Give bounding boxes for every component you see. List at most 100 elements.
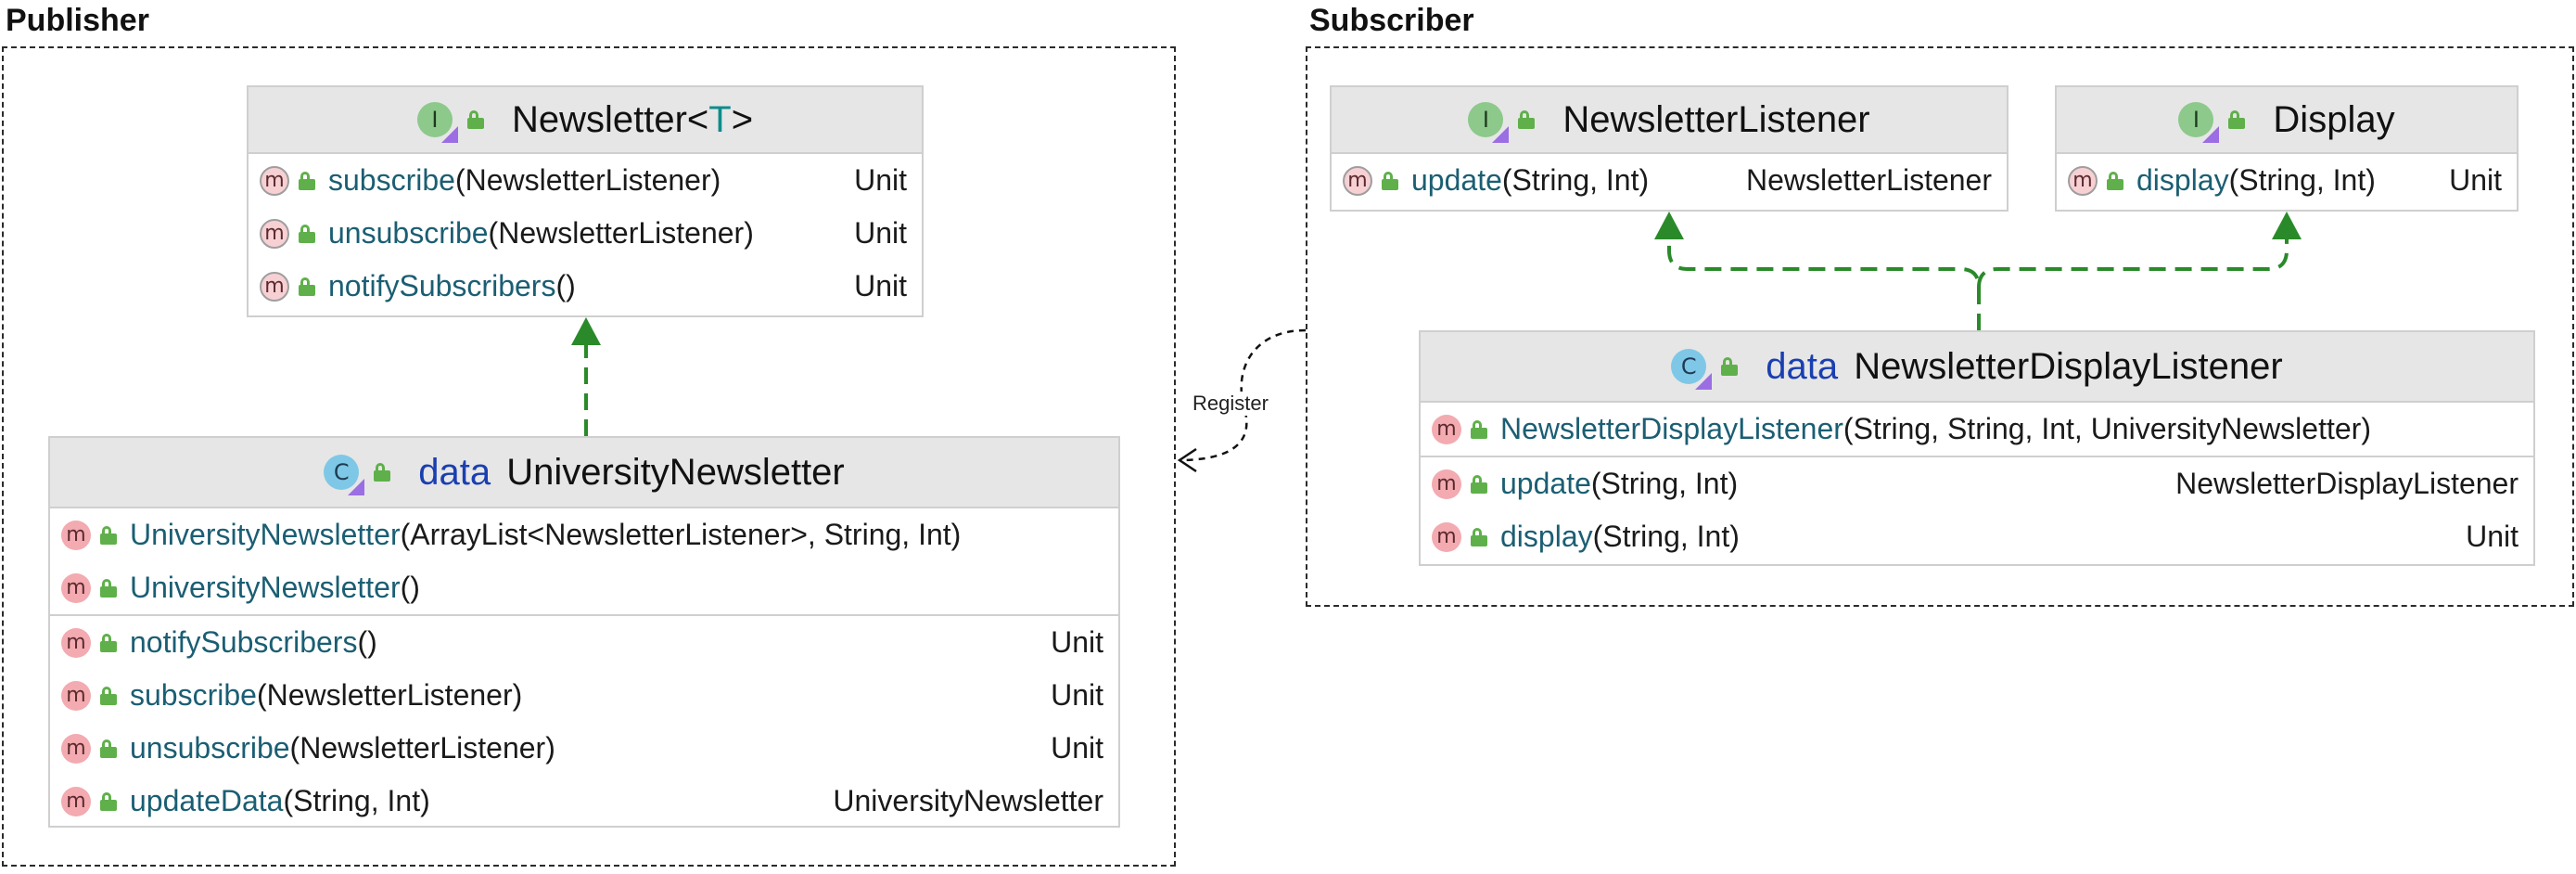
data-keyword: data [1766,345,1839,387]
constructor-row[interactable]: m UniversityNewsletter() [50,561,1118,614]
method-params: (String, Int) [283,784,430,817]
method-icon: m [260,271,289,302]
method-icon: m [1343,165,1372,196]
method-params: (ArrayList<NewsletterListener>, String, … [400,518,962,551]
method-params: (NewsletterListener) [256,678,523,712]
publisher-group-label: Publisher [6,3,149,38]
method-name: UniversityNewsletter [130,571,401,604]
method-params: (String, String, Int, UniversityNewslett… [1843,412,2371,445]
public-lock-icon [1721,357,1739,376]
method-name: NewsletterDisplayListener [1500,412,1843,445]
newsletter-listener-methods: m update(String, Int) NewsletterListener [1332,154,2007,207]
method-icon: m [61,572,91,603]
public-lock-icon [299,224,315,243]
method-return: Unit [854,163,907,197]
public-lock-icon [466,110,484,129]
interface-icon: I [2178,102,2220,143]
method-params: (NewsletterListener) [289,731,555,765]
subscriber-group-label: Subscriber [1309,3,1474,38]
public-lock-icon [299,171,315,190]
method-name: subscribe [328,163,455,197]
realization-arrowhead-display [2272,212,2302,239]
method-icon: m [61,520,91,550]
method-row[interactable]: m update(String, Int) NewsletterListener [1332,154,2007,207]
method-params: () [400,571,420,604]
method-icon: m [61,786,91,816]
university-newsletter-header: C data UniversityNewsletter [50,438,1118,508]
method-params: (String, Int) [2228,163,2376,197]
class-icon: C [1671,349,1713,390]
realization-display [1977,238,2289,289]
method-icon: m [1432,469,1461,499]
public-lock-icon [1471,474,1487,494]
newsletter-listener-interface[interactable]: I NewsletterListener m update(String, Int… [1330,85,2009,212]
class-name: Newsletter [511,98,687,140]
method-return: UniversityNewsletter [833,784,1103,817]
method-icon: m [260,218,289,249]
public-lock-icon [100,578,117,598]
method-row[interactable]: m updateData(String, Int) UniversityNewsle… [50,775,1118,828]
method-name: update [1500,467,1591,500]
method-icon: m [61,733,91,764]
method-params: () [357,625,377,659]
method-params: () [555,269,576,302]
class-name: NewsletterDisplayListener [1854,345,2283,387]
type-param: T [708,98,732,140]
interface-icon: I [416,102,458,143]
method-params: (NewsletterListener) [488,216,754,250]
method-return: Unit [2466,520,2519,553]
class-name: UniversityNewsletter [506,451,845,493]
method-return: Unit [854,269,907,302]
method-return: NewsletterDisplayListener [2175,467,2519,500]
method-name: notifySubscribers [130,625,358,659]
method-icon: m [2068,165,2098,196]
method-icon: m [260,165,289,196]
method-return: Unit [2449,163,2502,197]
public-lock-icon [1471,419,1487,439]
public-lock-icon [100,633,117,652]
newsletter-title: Newsletter<T> [511,98,754,140]
method-name: updateData [130,784,284,817]
method-row[interactable]: m notifySubscribers() Unit [249,260,922,313]
method-params: (NewsletterListener) [454,163,721,197]
interface-icon: I [1468,102,1510,143]
register-arrowhead [1177,447,1197,473]
public-lock-icon [374,463,391,482]
method-params: (String, Int) [1501,163,1650,197]
public-lock-icon [100,686,117,705]
public-lock-icon [1382,171,1398,190]
class-name: Display [2273,98,2395,140]
method-return: Unit [854,216,907,250]
method-name: update [1411,163,1502,197]
public-lock-icon [2107,171,2123,190]
method-row[interactable]: m subscribe(NewsletterListener) Unit [249,154,922,207]
method-name: subscribe [130,678,257,712]
public-lock-icon [2228,110,2246,129]
method-name: unsubscribe [130,731,290,765]
subscriber-group [1306,46,2574,607]
method-name: notifySubscribers [328,269,556,302]
realization-arrowhead-listener [1654,212,1684,239]
method-params: (String, Int) [1592,520,1740,553]
method-return: NewsletterListener [1746,163,1992,197]
realization-display-listener [1667,238,1981,330]
